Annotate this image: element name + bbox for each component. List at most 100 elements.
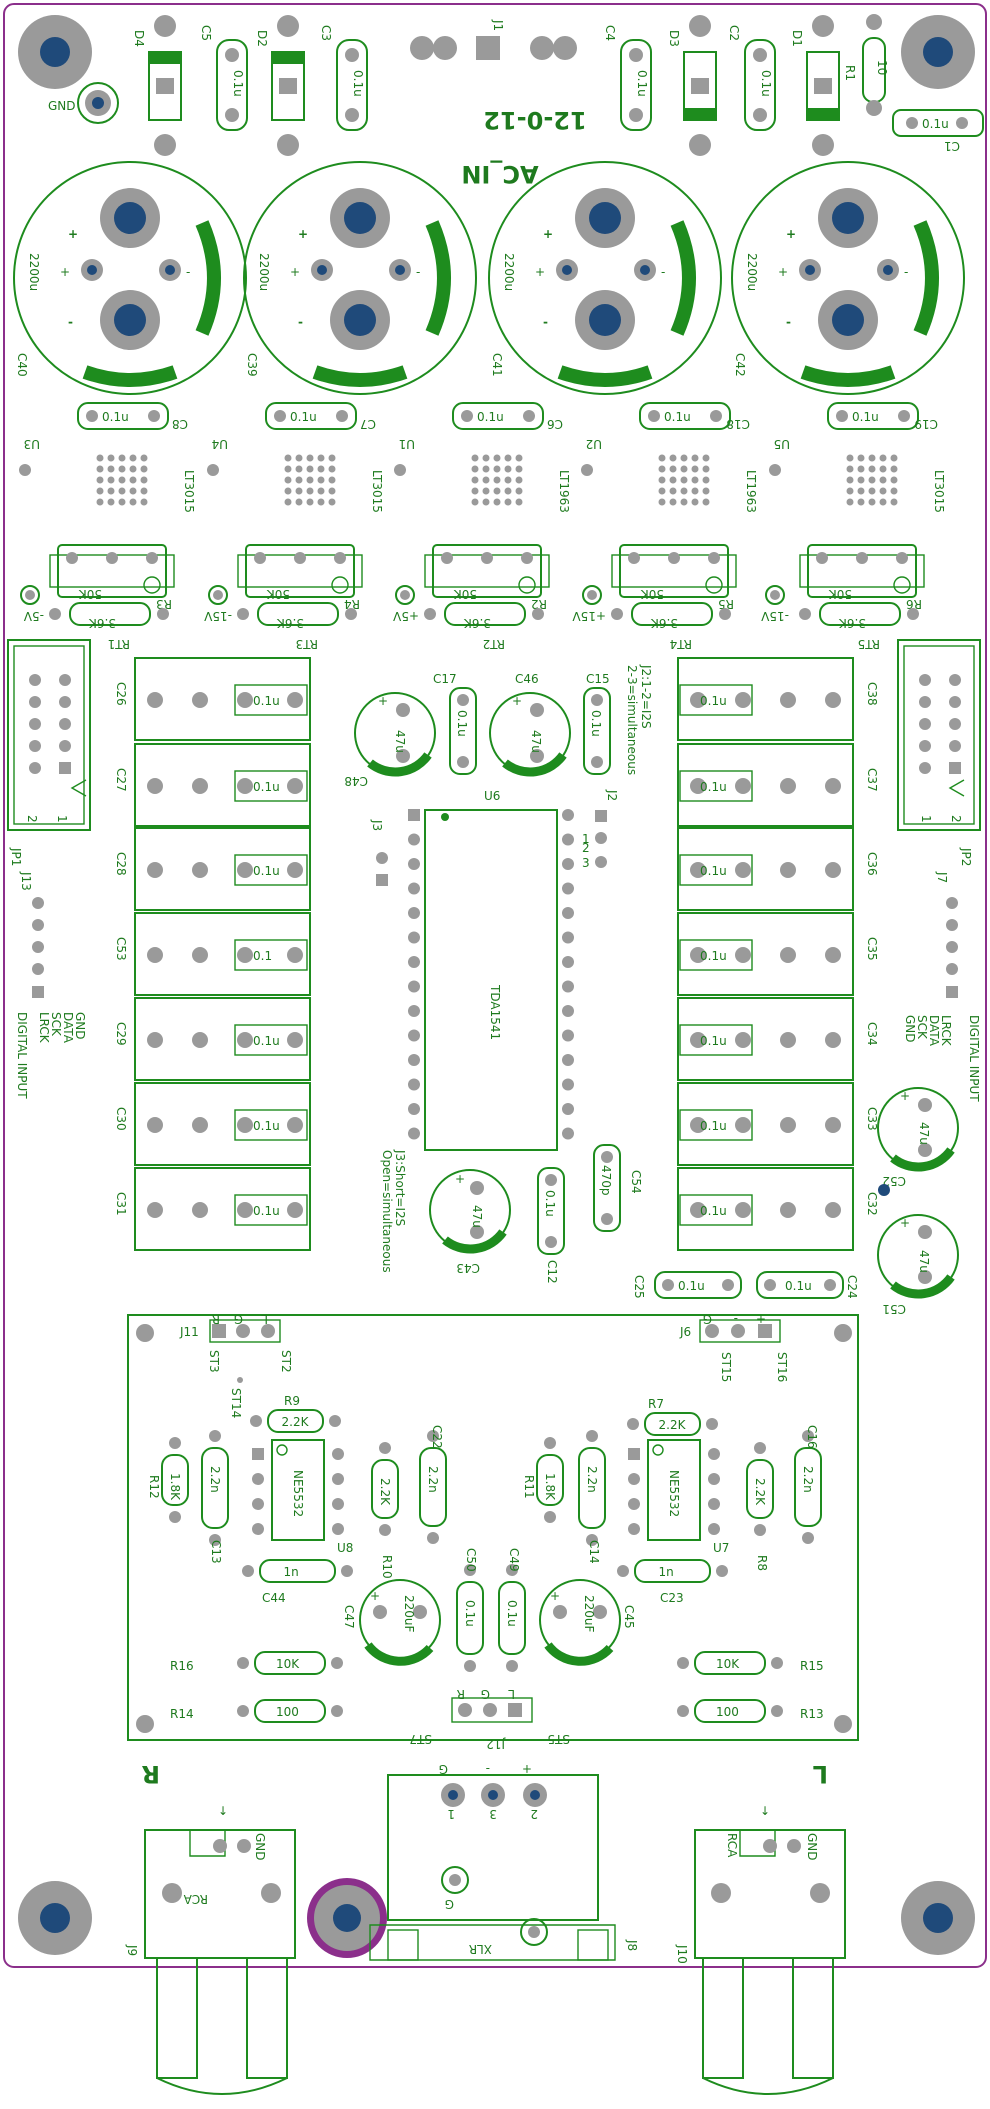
- svg-text:2: 2: [25, 815, 39, 823]
- svg-text:C40: C40: [15, 353, 29, 377]
- svg-text:220uF: 220uF: [582, 1595, 596, 1633]
- svg-text:-15V: -15V: [760, 609, 789, 623]
- svg-text:2: 2: [530, 1807, 538, 1821]
- svg-text:0.1u: 0.1u: [700, 1034, 727, 1048]
- svg-text:0.1u: 0.1u: [253, 1204, 280, 1218]
- svg-text:J11: J11: [179, 1325, 199, 1339]
- svg-text:+: +: [512, 694, 522, 708]
- j2-note-2: 2-3=simultaneous: [625, 665, 639, 775]
- svg-text:2.2K: 2.2K: [378, 1478, 392, 1506]
- svg-text:R7: R7: [648, 1397, 664, 1411]
- svg-text:2.2n: 2.2n: [801, 1466, 815, 1493]
- svg-text:R6: R6: [906, 597, 922, 611]
- j13-digital-input: J13 DIGITAL INPUT LRCK SCK DATA GND: [15, 871, 87, 1099]
- svg-text:2.2K: 2.2K: [659, 1418, 687, 1432]
- r15-resistor: 10K R15: [677, 1651, 824, 1675]
- svg-text:LT3015: LT3015: [932, 470, 946, 513]
- svg-text:+: +: [550, 1589, 560, 1603]
- svg-text:C19: C19: [914, 417, 938, 431]
- svg-text:2200u: 2200u: [257, 253, 271, 291]
- svg-text:C46: C46: [515, 672, 539, 686]
- svg-text:0.1u: 0.1u: [477, 410, 504, 424]
- svg-text:0.1u: 0.1u: [253, 864, 280, 878]
- svg-text:C14: C14: [587, 1540, 601, 1564]
- c46-electrolytic: + 47u C46: [489, 672, 571, 777]
- svg-text:0.1u: 0.1u: [678, 1279, 705, 1293]
- svg-text:1n: 1n: [659, 1565, 674, 1579]
- svg-text:L: L: [508, 1687, 515, 1701]
- svg-text:-5V: -5V: [23, 609, 44, 623]
- svg-text:J12: J12: [486, 1737, 506, 1751]
- svg-text:220uF: 220uF: [402, 1595, 416, 1633]
- gnd-testpoint: [77, 82, 119, 124]
- svg-text:2.2n: 2.2n: [585, 1466, 599, 1493]
- svg-text:C7: C7: [360, 417, 376, 431]
- svg-text:RT2: RT2: [483, 637, 505, 651]
- svg-text:C30: C30: [114, 1107, 128, 1131]
- svg-text:+: +: [778, 265, 788, 279]
- svg-text:10K: 10K: [716, 1657, 740, 1671]
- svg-text:-: -: [786, 315, 791, 329]
- c15-capacitor: 0.1u C15: [583, 672, 611, 775]
- svg-text:-: -: [734, 1312, 738, 1326]
- svg-text:+5V: +5V: [392, 609, 419, 623]
- svg-text:+15V: +15V: [572, 609, 606, 623]
- svg-text:C47: C47: [342, 1605, 356, 1629]
- svg-text:LRCK: LRCK: [37, 1012, 51, 1044]
- diode-d1: D1: [790, 15, 840, 156]
- svg-text:0.1u: 0.1u: [700, 1119, 727, 1133]
- svg-text:SCK: SCK: [49, 1012, 63, 1037]
- svg-text:47u: 47u: [917, 1250, 931, 1273]
- svg-text:GND: GND: [805, 1833, 819, 1861]
- svg-text:2.2K: 2.2K: [282, 1415, 310, 1429]
- svg-text:ST15: ST15: [719, 1352, 733, 1382]
- svg-text:1: 1: [582, 832, 590, 846]
- svg-text:C32: C32: [865, 1192, 879, 1216]
- svg-text:-: -: [416, 265, 420, 279]
- svg-text:2200u: 2200u: [745, 253, 759, 291]
- svg-text:100: 100: [716, 1705, 739, 1719]
- j9-rca-jack: ↓ GND RCA J9: [125, 1804, 296, 2095]
- svg-text:R15: R15: [800, 1659, 824, 1673]
- svg-text:C22: C22: [430, 1425, 444, 1449]
- svg-text:+: +: [455, 1172, 465, 1186]
- svg-text:NE5532: NE5532: [291, 1470, 305, 1517]
- svg-text:10K: 10K: [276, 1657, 300, 1671]
- svg-text:1: 1: [447, 1807, 455, 1821]
- svg-text:TDA1541: TDA1541: [488, 984, 502, 1040]
- svg-text:↓: ↓: [760, 1804, 770, 1818]
- svg-text:R: R: [212, 1312, 220, 1326]
- svg-text:J6: J6: [679, 1325, 691, 1339]
- svg-text:3.6K: 3.6K: [838, 616, 866, 630]
- svg-text:-: -: [543, 315, 548, 329]
- j1-connector: J1: [410, 19, 577, 60]
- svg-text:C34: C34: [865, 1022, 879, 1046]
- jp1-header: 2 1 JP1: [7, 639, 91, 866]
- svg-text:0.1u: 0.1u: [253, 1034, 280, 1048]
- svg-text:R8: R8: [755, 1555, 769, 1571]
- svg-text:+: +: [756, 1312, 766, 1326]
- c52-electrolytic: + 47u C52: [877, 1087, 959, 1188]
- svg-text:C53: C53: [114, 937, 128, 961]
- ac-in-label: AC_IN: [461, 160, 538, 188]
- svg-text:+: +: [786, 227, 796, 241]
- svg-text:XLR: XLR: [469, 1942, 492, 1956]
- svg-text:C31: C31: [114, 1192, 128, 1216]
